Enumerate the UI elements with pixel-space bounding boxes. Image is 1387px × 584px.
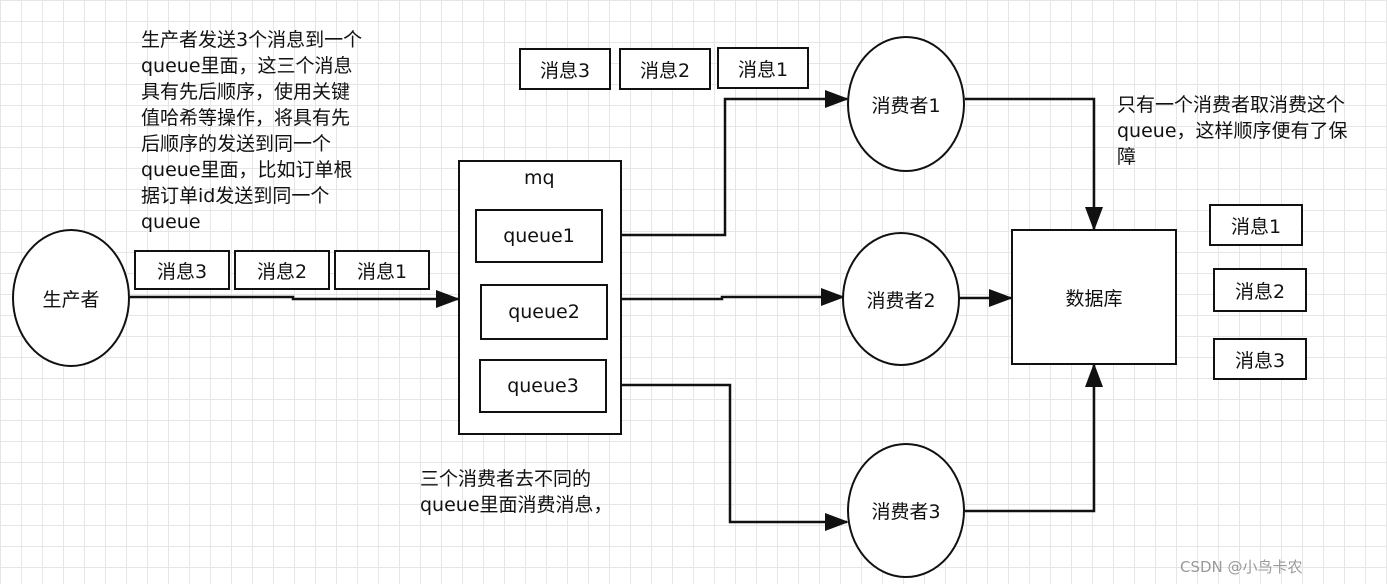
producer-node: 生产者: [12, 229, 130, 367]
arrow-consumer3-to-db: [965, 363, 1103, 513]
db-message-1: 消息1: [1209, 204, 1303, 246]
queue2-label: queue2: [508, 301, 580, 323]
top-message-3: 消息3: [519, 48, 611, 90]
db-message-1-label: 消息1: [1230, 215, 1282, 238]
consumer2-node: 消费者2: [842, 232, 960, 366]
producer-message-2: 消息2: [234, 250, 330, 290]
db-message-3: 消息3: [1213, 338, 1307, 380]
top-message-2: 消息2: [619, 48, 711, 90]
producer-message-1: 消息1: [334, 250, 430, 290]
arrow-queue2-to-consumer2: [608, 288, 845, 306]
queue3-label: queue3: [507, 375, 579, 397]
database-node: 数据库: [1011, 229, 1177, 365]
database-label: 数据库: [1065, 287, 1123, 310]
top-message-2-label: 消息2: [639, 59, 691, 82]
top-message-3-label: 消息3: [539, 59, 591, 82]
watermark: CSDN @小鸟卡农: [1180, 558, 1303, 576]
database-note: 只有一个消费者取消费这个 queue，这样顺序便有了保 障: [1117, 94, 1348, 168]
producer-label: 生产者: [42, 288, 100, 311]
db-message-2: 消息2: [1213, 268, 1307, 312]
top-message-1-label: 消息1: [737, 58, 789, 81]
queue2-box: queue2: [480, 284, 608, 340]
db-message-2-label: 消息2: [1234, 280, 1286, 303]
producer-message-2-label: 消息2: [256, 260, 308, 283]
queue1-label: queue1: [503, 225, 575, 247]
consumer3-node: 消费者3: [847, 443, 965, 578]
consumer3-label: 消费者3: [871, 501, 941, 523]
arrow-queue3-to-consumer3: [606, 383, 849, 531]
top-message-1: 消息1: [717, 47, 809, 89]
producer-message-3: 消息3: [134, 250, 230, 290]
arrow-producer-to-mq: [130, 290, 460, 308]
arrow-consumer1-to-db: [965, 97, 1103, 231]
queue1-box: queue1: [475, 209, 603, 263]
consumer1-label: 消费者1: [871, 94, 941, 117]
producer-message-1-label: 消息1: [356, 260, 408, 283]
producer-message-3-label: 消息3: [156, 260, 208, 283]
mq-label: mq: [524, 167, 555, 189]
queue3-box: queue3: [479, 359, 607, 413]
arrow-queue1-to-consumer1: [605, 90, 849, 237]
producer-note: 生产者发送3个消息到一个 queue里面，这三个消息 具有先后顺序，使用关键 值…: [141, 29, 363, 233]
consumer2-label: 消费者2: [866, 289, 936, 312]
consumer1-node: 消费者1: [847, 36, 965, 172]
db-message-3-label: 消息3: [1234, 349, 1286, 372]
consumer-note: 三个消费者去不同的 queue里面消费消息，: [420, 468, 613, 516]
